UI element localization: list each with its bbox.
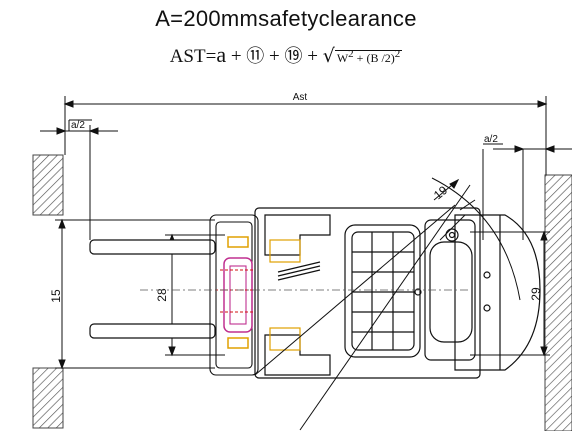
a2-right-dimension bbox=[482, 143, 572, 240]
formula-a: a bbox=[216, 42, 227, 67]
wall-left-bottom bbox=[32, 367, 64, 429]
formula-w: W bbox=[336, 51, 349, 65]
mast-carriage bbox=[209, 214, 259, 376]
formula-circled-19: ⑲ bbox=[284, 46, 303, 67]
dim-29 bbox=[470, 230, 550, 357]
wall-left-top bbox=[32, 154, 64, 216]
a2-right-label: a/2 bbox=[484, 134, 498, 145]
chassis bbox=[254, 207, 541, 379]
dim-28-label: 28 bbox=[155, 288, 169, 302]
ast-label: Ast bbox=[293, 92, 308, 103]
formula-exp-w: 2 bbox=[348, 48, 354, 60]
dim-15 bbox=[55, 218, 215, 370]
formula-plus-3: + bbox=[307, 46, 318, 67]
dim-29-label: 29 bbox=[529, 287, 543, 301]
formula-b-half: (B /2) bbox=[366, 51, 395, 65]
formula-plus-1: + bbox=[230, 46, 242, 67]
ast-dimension bbox=[63, 96, 548, 175]
formula-plus-2: + bbox=[269, 46, 280, 67]
formula-circled-11: ⑪ bbox=[246, 46, 265, 67]
a2-left-label: a/2 bbox=[71, 120, 85, 131]
dim-15-label: 15 bbox=[49, 289, 63, 303]
forks bbox=[89, 239, 216, 339]
sqrt-sign: √ bbox=[322, 45, 335, 67]
sqrt-body: W2 + (B /2)2 bbox=[334, 48, 403, 65]
ast-formula: AST=a + ⑪ + ⑲ + √W2 + (B /2)2 bbox=[0, 42, 572, 68]
diagram-title: A=200mmsafetyclearance bbox=[155, 6, 417, 31]
wall-right bbox=[544, 174, 572, 431]
dim-19-label: 19 bbox=[431, 183, 450, 203]
a2-left-dimension bbox=[40, 119, 118, 240]
formula-plus-4: + bbox=[356, 51, 364, 65]
formula-lhs: AST= bbox=[169, 46, 217, 67]
formula-exp-b: 2 bbox=[394, 48, 401, 60]
